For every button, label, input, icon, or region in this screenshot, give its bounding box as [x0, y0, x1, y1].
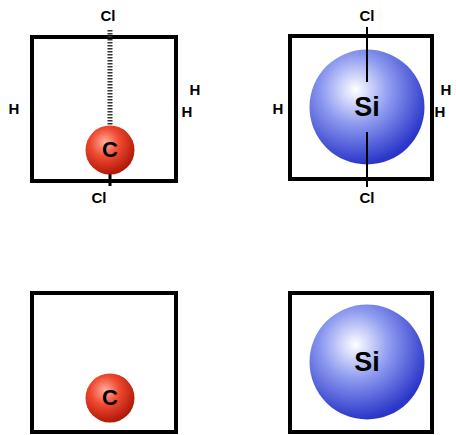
atom-label: H — [9, 101, 20, 116]
bond-line — [109, 174, 112, 186]
atom-label: Cl — [360, 190, 375, 205]
bond-line — [366, 27, 368, 82]
element-symbol: Si — [354, 92, 380, 123]
element-symbol: C — [102, 137, 118, 163]
silicon-atom: Si — [309, 304, 425, 420]
atom-label: H — [441, 82, 452, 97]
atom-sphere — [86, 374, 135, 423]
atom-label: Cl — [101, 8, 116, 23]
atom-label: H — [182, 104, 193, 119]
atom-label: H — [190, 82, 201, 97]
box-outline — [290, 36, 432, 179]
hashed-bond — [108, 30, 113, 126]
atom-label: Cl — [360, 8, 375, 23]
element-symbol: C — [102, 385, 118, 411]
carbon-atom: C — [85, 373, 135, 423]
carbon-atom: C — [85, 125, 135, 175]
atom-label: H — [273, 101, 284, 116]
bond-line — [366, 132, 368, 187]
box-outline — [32, 293, 176, 432]
atom-label: Cl — [92, 190, 107, 205]
element-symbol: Si — [354, 347, 380, 378]
atom-sphere — [86, 126, 135, 175]
box-outline — [32, 37, 176, 181]
box-outline — [290, 293, 432, 432]
atom-label: H — [435, 104, 446, 119]
atom-sphere — [310, 305, 425, 420]
